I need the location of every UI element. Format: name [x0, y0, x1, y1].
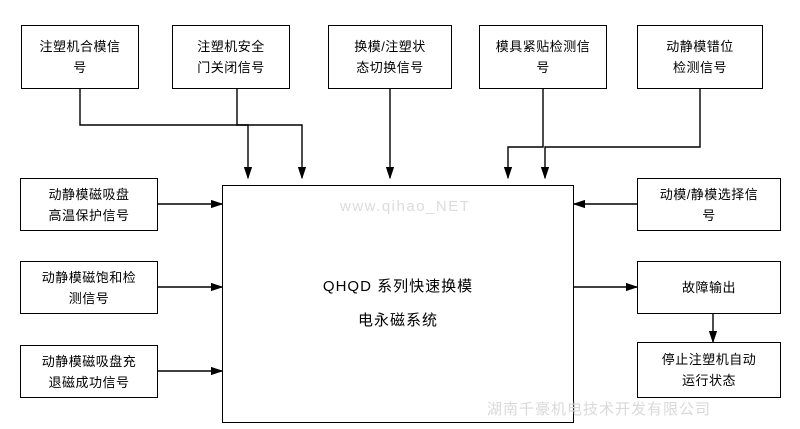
right-box-selection-label: 动模/静模选择信 号: [659, 186, 759, 223]
right-box-stop-state-label: 停止注塑机自动 运行状态: [661, 352, 757, 388]
top-box-3-label: 换模/注塑状 态切换信号: [354, 39, 426, 75]
top-box-1: 注塑机合模信 号: [21, 25, 139, 89]
top-box-4: 模具紧贴检测信 号: [479, 25, 607, 89]
right-box-stop-state: 停止注塑机自动 运行状态: [637, 342, 781, 398]
watermark-center: www.qihao_NET: [340, 198, 471, 215]
right-box-fault-output-label: 故障输出: [681, 280, 736, 295]
top-box-2-label: 注塑机安全 门关闭信号: [197, 39, 265, 75]
left-box-2: 动静模磁饱和检 测信号: [20, 261, 158, 314]
top-box-4-label: 模具紧贴检测信 号: [495, 39, 591, 75]
right-box-fault-output: 故障输出: [637, 261, 781, 314]
top-box-3: 换模/注塑状 态切换信号: [328, 25, 452, 89]
left-box-1-label: 动静模磁吸盘 高温保护信号: [48, 186, 130, 223]
top-box-2: 注塑机安全 门关闭信号: [172, 25, 290, 89]
top-box-1-label: 注塑机合模信 号: [39, 39, 121, 75]
center-box-label: QHQD 系列快速换模 电永磁系统: [322, 278, 474, 329]
right-box-selection: 动模/静模选择信 号: [637, 178, 781, 231]
left-box-3-label: 动静模磁吸盘充 退磁成功信号: [41, 353, 137, 390]
left-box-1: 动静模磁吸盘 高温保护信号: [20, 178, 158, 231]
top-box-5: 动静模错位 检测信号: [637, 25, 763, 89]
left-box-3: 动静模磁吸盘充 退磁成功信号: [20, 345, 158, 398]
center-box: QHQD 系列快速换模 电永磁系统: [222, 185, 574, 423]
watermark-bottom: 湖南千豪机电技术开发有限公司: [487, 401, 712, 418]
top-box-5-label: 动静模错位 检测信号: [666, 39, 734, 75]
left-box-2-label: 动静模磁饱和检 测信号: [41, 269, 137, 306]
